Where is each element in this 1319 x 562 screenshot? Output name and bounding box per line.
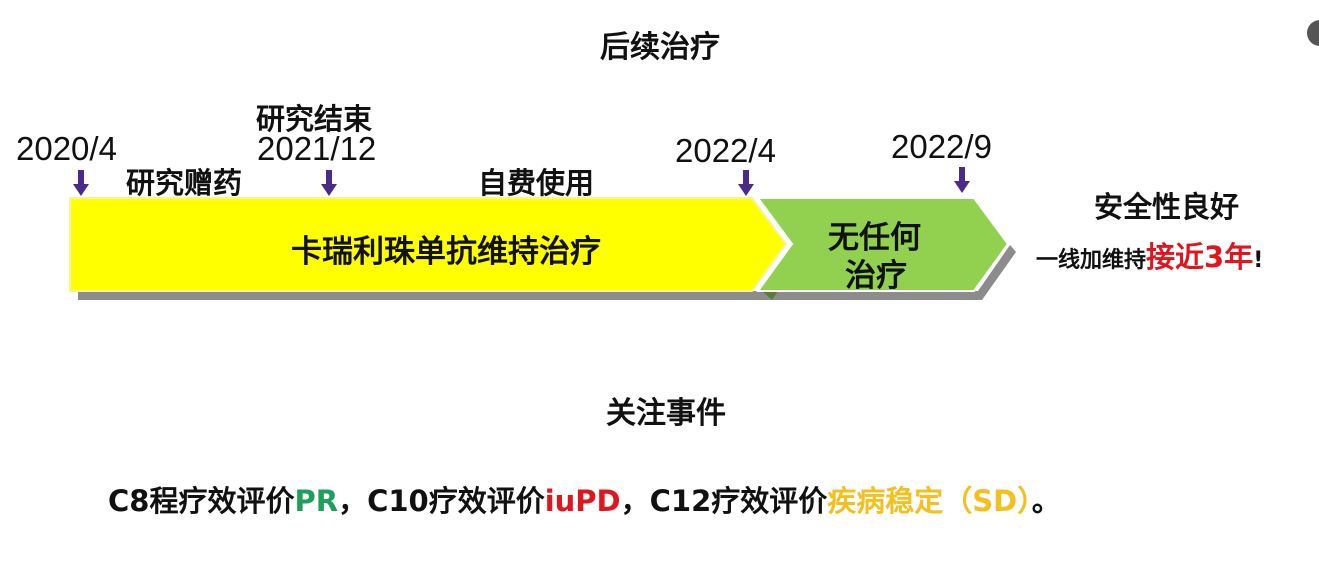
safety-note: 安全性良好 bbox=[1094, 190, 1240, 224]
duration-note-highlight: 接近3年 bbox=[1146, 240, 1254, 274]
duration-note-suffix: ! bbox=[1253, 248, 1264, 273]
yellow-bar-label: 卡瑞利珠单抗维持治疗 bbox=[291, 234, 601, 270]
event-c8-result: PR bbox=[294, 484, 339, 518]
corner-indicator bbox=[1307, 20, 1319, 46]
marker-date-2020-4: 2020/4 bbox=[16, 130, 117, 167]
marker-label-study-end: 研究结束 bbox=[256, 102, 373, 136]
marker-arrow-2022-9-icon bbox=[954, 167, 970, 193]
marker-date-2022-9: 2022/9 bbox=[891, 128, 992, 165]
green-bar-label-line1: 无任何 bbox=[828, 220, 921, 256]
marker-arrow-2020-4-icon bbox=[73, 170, 89, 196]
yellow-bar-shadow bbox=[78, 252, 800, 300]
marker-arrow-2021-12-icon bbox=[321, 170, 337, 196]
event-c12-result: 疾病稳定（SD） bbox=[827, 484, 1032, 518]
event-c8-label: C8程疗效评价 bbox=[108, 484, 295, 518]
event-c12-label: ，C12疗效评价 bbox=[620, 484, 828, 518]
duration-note-prefix: 一线加维持 bbox=[1036, 248, 1147, 273]
section-title: 后续治疗 bbox=[600, 30, 720, 65]
events-summary: C8程疗效评价PR，C10疗效评价iuPD，C12疗效评价疾病稳定（SD）。 bbox=[108, 478, 1061, 520]
event-c10-result: iuPD bbox=[544, 484, 621, 518]
marker-date-2022-4: 2022/4 bbox=[675, 132, 776, 169]
event-end-punct: 。 bbox=[1031, 484, 1061, 518]
period-label-self-paid: 自费使用 bbox=[478, 166, 595, 200]
green-bar-label-line2: 治疗 bbox=[845, 258, 907, 294]
period-label-study-drug: 研究赠药 bbox=[126, 166, 243, 200]
green-bar bbox=[756, 197, 1010, 292]
marker-date-2021-12: 2021/12 bbox=[257, 130, 377, 167]
event-c10-label: ，C10疗效评价 bbox=[338, 484, 545, 518]
marker-arrow-2022-4-icon bbox=[738, 170, 754, 196]
yellow-bar bbox=[69, 197, 788, 292]
green-bar-shadow bbox=[768, 245, 1016, 300]
duration-note: 一线加维持接近3年! bbox=[1036, 234, 1263, 276]
events-title: 关注事件 bbox=[606, 396, 726, 431]
